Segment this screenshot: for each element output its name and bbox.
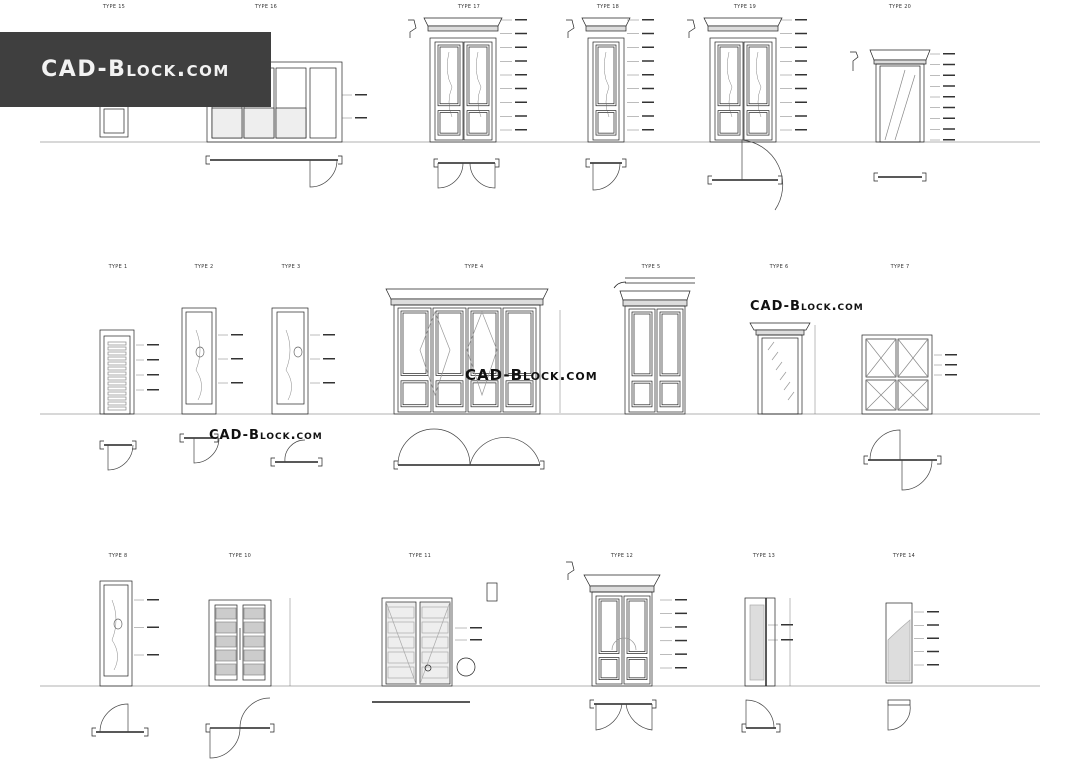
type-label: TYPE 19 — [733, 4, 757, 10]
type-label: TYPE 12 — [610, 553, 634, 559]
type-label: TYPE 10 — [228, 553, 252, 559]
door-plans — [91, 139, 942, 759]
type-label: TYPE 6 — [769, 264, 789, 270]
type-label: TYPE 7 — [890, 264, 910, 270]
type-label: TYPE 14 — [892, 553, 916, 559]
door-elevations — [99, 17, 933, 687]
type-label: TYPE 17 — [457, 4, 481, 10]
type-label: TYPE 2 — [194, 264, 214, 270]
banner-text: CAD-Block.com — [41, 57, 230, 82]
type-label: TYPE 15 — [102, 4, 126, 10]
type-label: TYPE 1 — [108, 264, 128, 270]
watermark-3: CAD-Block.com — [209, 428, 323, 443]
annotations — [134, 19, 957, 686]
type-label: TYPE 16 — [254, 4, 278, 10]
watermark-2: CAD-Block.com — [465, 366, 598, 384]
watermark-1: CAD-Block.com — [750, 299, 864, 314]
type-label: TYPE 13 — [752, 553, 776, 559]
type-label: TYPE 5 — [641, 264, 661, 270]
type-label: TYPE 8 — [108, 553, 128, 559]
type-label: TYPE 20 — [888, 4, 912, 10]
type-label: TYPE 3 — [281, 264, 301, 270]
type-label: TYPE 18 — [596, 4, 620, 10]
type-label: TYPE 11 — [408, 553, 432, 559]
cad-block-banner: CAD-Block.com — [0, 32, 271, 107]
type-label: TYPE 4 — [464, 264, 484, 270]
